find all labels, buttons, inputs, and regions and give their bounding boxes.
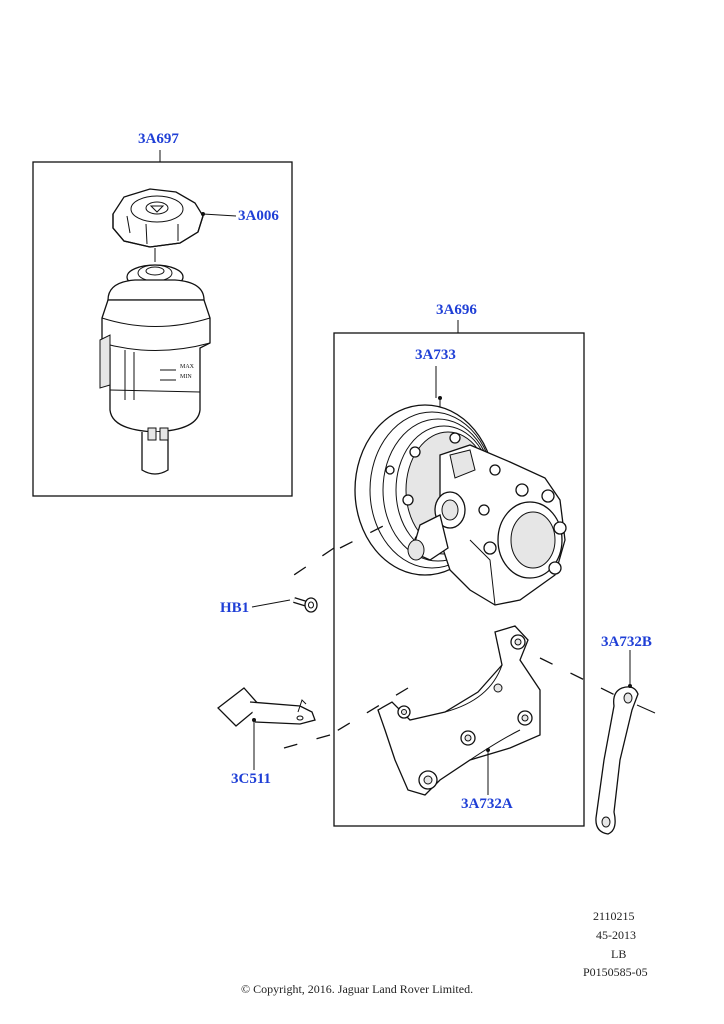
leader-HB1 <box>251 599 291 608</box>
label-heat-shield[interactable]: 3C511 <box>231 771 272 787</box>
label-reservoir-cap[interactable]: 3A006 <box>238 208 279 224</box>
bracket-b-drawing <box>595 686 639 835</box>
pump-group-box <box>333 332 585 827</box>
copyright-notice: © Copyright, 2016. Jaguar Land Rover Lim… <box>241 982 474 996</box>
svg-text:MIN: MIN <box>180 374 192 380</box>
footer-line-3: LB <box>611 947 627 961</box>
bolt-drawing <box>293 597 318 613</box>
reservoir-cap-drawing <box>112 188 204 248</box>
leader-3A006 <box>202 213 237 217</box>
footer-line-2: 45-2013 <box>596 928 636 942</box>
label-bracket-b[interactable]: 3A732B <box>601 634 652 650</box>
label-bolt[interactable]: HB1 <box>220 600 250 616</box>
label-bracket-a[interactable]: 3A732A <box>461 796 513 812</box>
label-pump[interactable]: 3A733 <box>415 347 456 363</box>
label-pump-assembly[interactable]: 3A696 <box>436 302 477 318</box>
reservoir-group-box <box>32 161 293 497</box>
label-reservoir-assembly[interactable]: 3A697 <box>138 131 179 147</box>
heat-shield-drawing <box>217 687 316 727</box>
reservoir-body-drawing: MAX MIN <box>99 248 211 475</box>
pump-drawing <box>354 396 567 606</box>
svg-text:MAX: MAX <box>180 364 195 370</box>
footer-line-1: 2110215 <box>593 909 635 923</box>
dashed-lines <box>281 519 656 749</box>
bracket-a-drawing <box>377 625 541 796</box>
footer-line-4: P0150585-05 <box>583 965 648 979</box>
